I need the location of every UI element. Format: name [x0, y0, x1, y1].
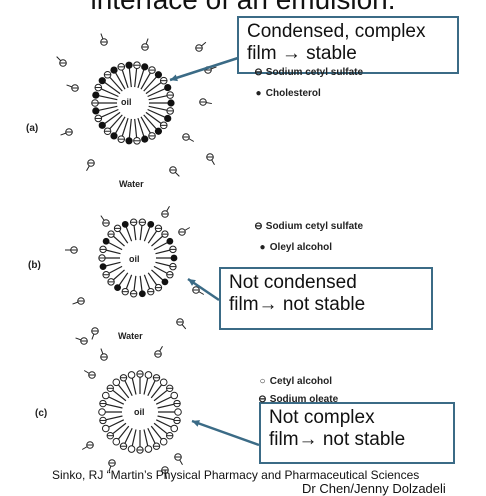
- cholesterol-head: [110, 132, 118, 140]
- cetyl-head: [144, 371, 153, 379]
- cetyl-head: [101, 391, 110, 400]
- surfactant-tail: [143, 74, 159, 92]
- callout-pointer: [169, 56, 239, 82]
- surfactant-tail: [95, 94, 118, 101]
- oleyl-head: [99, 263, 107, 271]
- surfactant-tail: [147, 108, 168, 120]
- oleyl-head: [114, 284, 121, 292]
- cholesterol-head: [154, 127, 163, 135]
- cholesterol-head: [164, 114, 172, 123]
- oleyl-head: [166, 237, 174, 245]
- legend-text: Oleyl alcohol: [269, 242, 333, 253]
- cetyl-head: [112, 437, 121, 446]
- legend-item-a1: ⊖ Sodium cetyl sulfate: [254, 67, 363, 78]
- legend-item-b2: ● Oleyl alcohol: [258, 242, 332, 253]
- surfactant-tail: [113, 69, 126, 90]
- callout-not-condensed: Not condensed film→ not stable: [219, 267, 433, 330]
- oleyl-head: [138, 290, 146, 298]
- surfactant-tail: [101, 111, 121, 126]
- droplet: [91, 61, 175, 145]
- cetyl-head: [159, 437, 168, 446]
- legend-text: Sodium cetyl sulfate: [265, 67, 364, 78]
- oleyl-head: [147, 220, 155, 228]
- slide-title: interface of an emulsion.: [0, 0, 486, 16]
- cholesterol-head: [92, 91, 100, 99]
- droplet: [98, 370, 182, 454]
- panel-label-b: (b): [28, 260, 41, 271]
- open-circle-icon: ○: [259, 376, 266, 387]
- cholesterol-head: [92, 107, 100, 115]
- cholesterol-head: [141, 63, 149, 71]
- cetyl-head: [170, 391, 179, 400]
- oleyl-head: [102, 237, 110, 245]
- cetyl-head: [144, 445, 153, 453]
- callout-pointer-head: [188, 279, 196, 286]
- cholesterol-head: [141, 135, 149, 143]
- cholesterol-head: [167, 99, 175, 107]
- oil-label-b: oil: [129, 254, 140, 264]
- surfactant-tail: [128, 118, 132, 141]
- callout-line: Not complex: [269, 407, 375, 428]
- surfactant-tail: [147, 86, 168, 98]
- author-text: Dr Chen/Jenny Dolzadeli: [302, 481, 446, 496]
- legend-item-c2: ⊖ Sodium oleate: [258, 394, 338, 405]
- cetyl-head: [174, 408, 182, 416]
- sulfate-symbol-icon: ⊖: [254, 67, 263, 78]
- surfactant-tail: [128, 65, 132, 88]
- cholesterol-head: [125, 61, 133, 69]
- surfactant-tail: [95, 105, 118, 112]
- cholesterol-head: [98, 77, 106, 85]
- surfactant-tail: [137, 118, 146, 140]
- callout-condensed-complex: Condensed, complex film → stable: [237, 16, 459, 74]
- callout-line: film → stable: [247, 43, 357, 64]
- cetyl-head: [112, 378, 121, 387]
- sulfate-symbol-icon: ⊖: [254, 221, 263, 232]
- filled-circle-icon: ●: [255, 88, 262, 99]
- legend-item-c1: ○ Cetyl alcohol: [258, 376, 332, 387]
- oleyl-head: [161, 278, 169, 286]
- surfactant-tail: [143, 114, 159, 132]
- water-label-a: Water: [119, 179, 144, 189]
- panel-label-c: (c): [35, 408, 48, 419]
- sulfate-symbol-icon: ⊖: [258, 394, 267, 405]
- panel-label-a: (a): [26, 123, 39, 134]
- legend-item-a2: ● Cholesterol: [254, 88, 321, 99]
- callout-pointer: [191, 419, 260, 447]
- filled-circle-icon: ●: [259, 242, 266, 253]
- cetyl-head: [98, 408, 106, 416]
- callout-line: Not condensed: [229, 272, 357, 293]
- oil-label-a: oil: [121, 97, 132, 107]
- cetyl-head: [101, 424, 110, 433]
- callout-pointer-head: [192, 420, 200, 427]
- cholesterol-head: [125, 137, 133, 145]
- callout-line: Condensed, complex: [247, 21, 426, 42]
- callout-line: film→ not stable: [229, 294, 366, 315]
- cholesterol-head: [164, 83, 172, 92]
- cetyl-head: [127, 445, 136, 453]
- legend-text: Sodium oleate: [269, 394, 339, 405]
- oleyl-head: [170, 254, 178, 262]
- legend-text: Cholesterol: [265, 88, 321, 99]
- callout-not-complex: Not complex film→ not stable: [259, 402, 455, 464]
- cholesterol-head: [98, 121, 106, 129]
- legend-text: Sodium cetyl sulfate: [265, 221, 364, 232]
- legend-text: Cetyl alcohol: [269, 376, 333, 387]
- water-label-b: Water: [118, 331, 143, 341]
- cholesterol-head: [110, 66, 118, 74]
- droplet: [98, 218, 178, 298]
- callout-pointer-head: [170, 74, 178, 82]
- callout-line: film→ not stable: [269, 429, 406, 450]
- legend-item-b1: ⊖ Sodium cetyl sulfate: [254, 221, 363, 232]
- surfactant-tail: [101, 80, 121, 95]
- cetyl-head: [170, 424, 179, 433]
- cetyl-head: [127, 371, 136, 379]
- cetyl-head: [159, 378, 168, 387]
- cholesterol-head: [154, 71, 163, 79]
- oleyl-head: [121, 220, 129, 228]
- surfactant-tail: [113, 116, 126, 137]
- citation-text: Sinko, RJ “Martin’s Physical Pharmacy an…: [52, 468, 420, 482]
- surfactant-tail: [137, 66, 146, 88]
- oil-label-c: oil: [134, 407, 145, 417]
